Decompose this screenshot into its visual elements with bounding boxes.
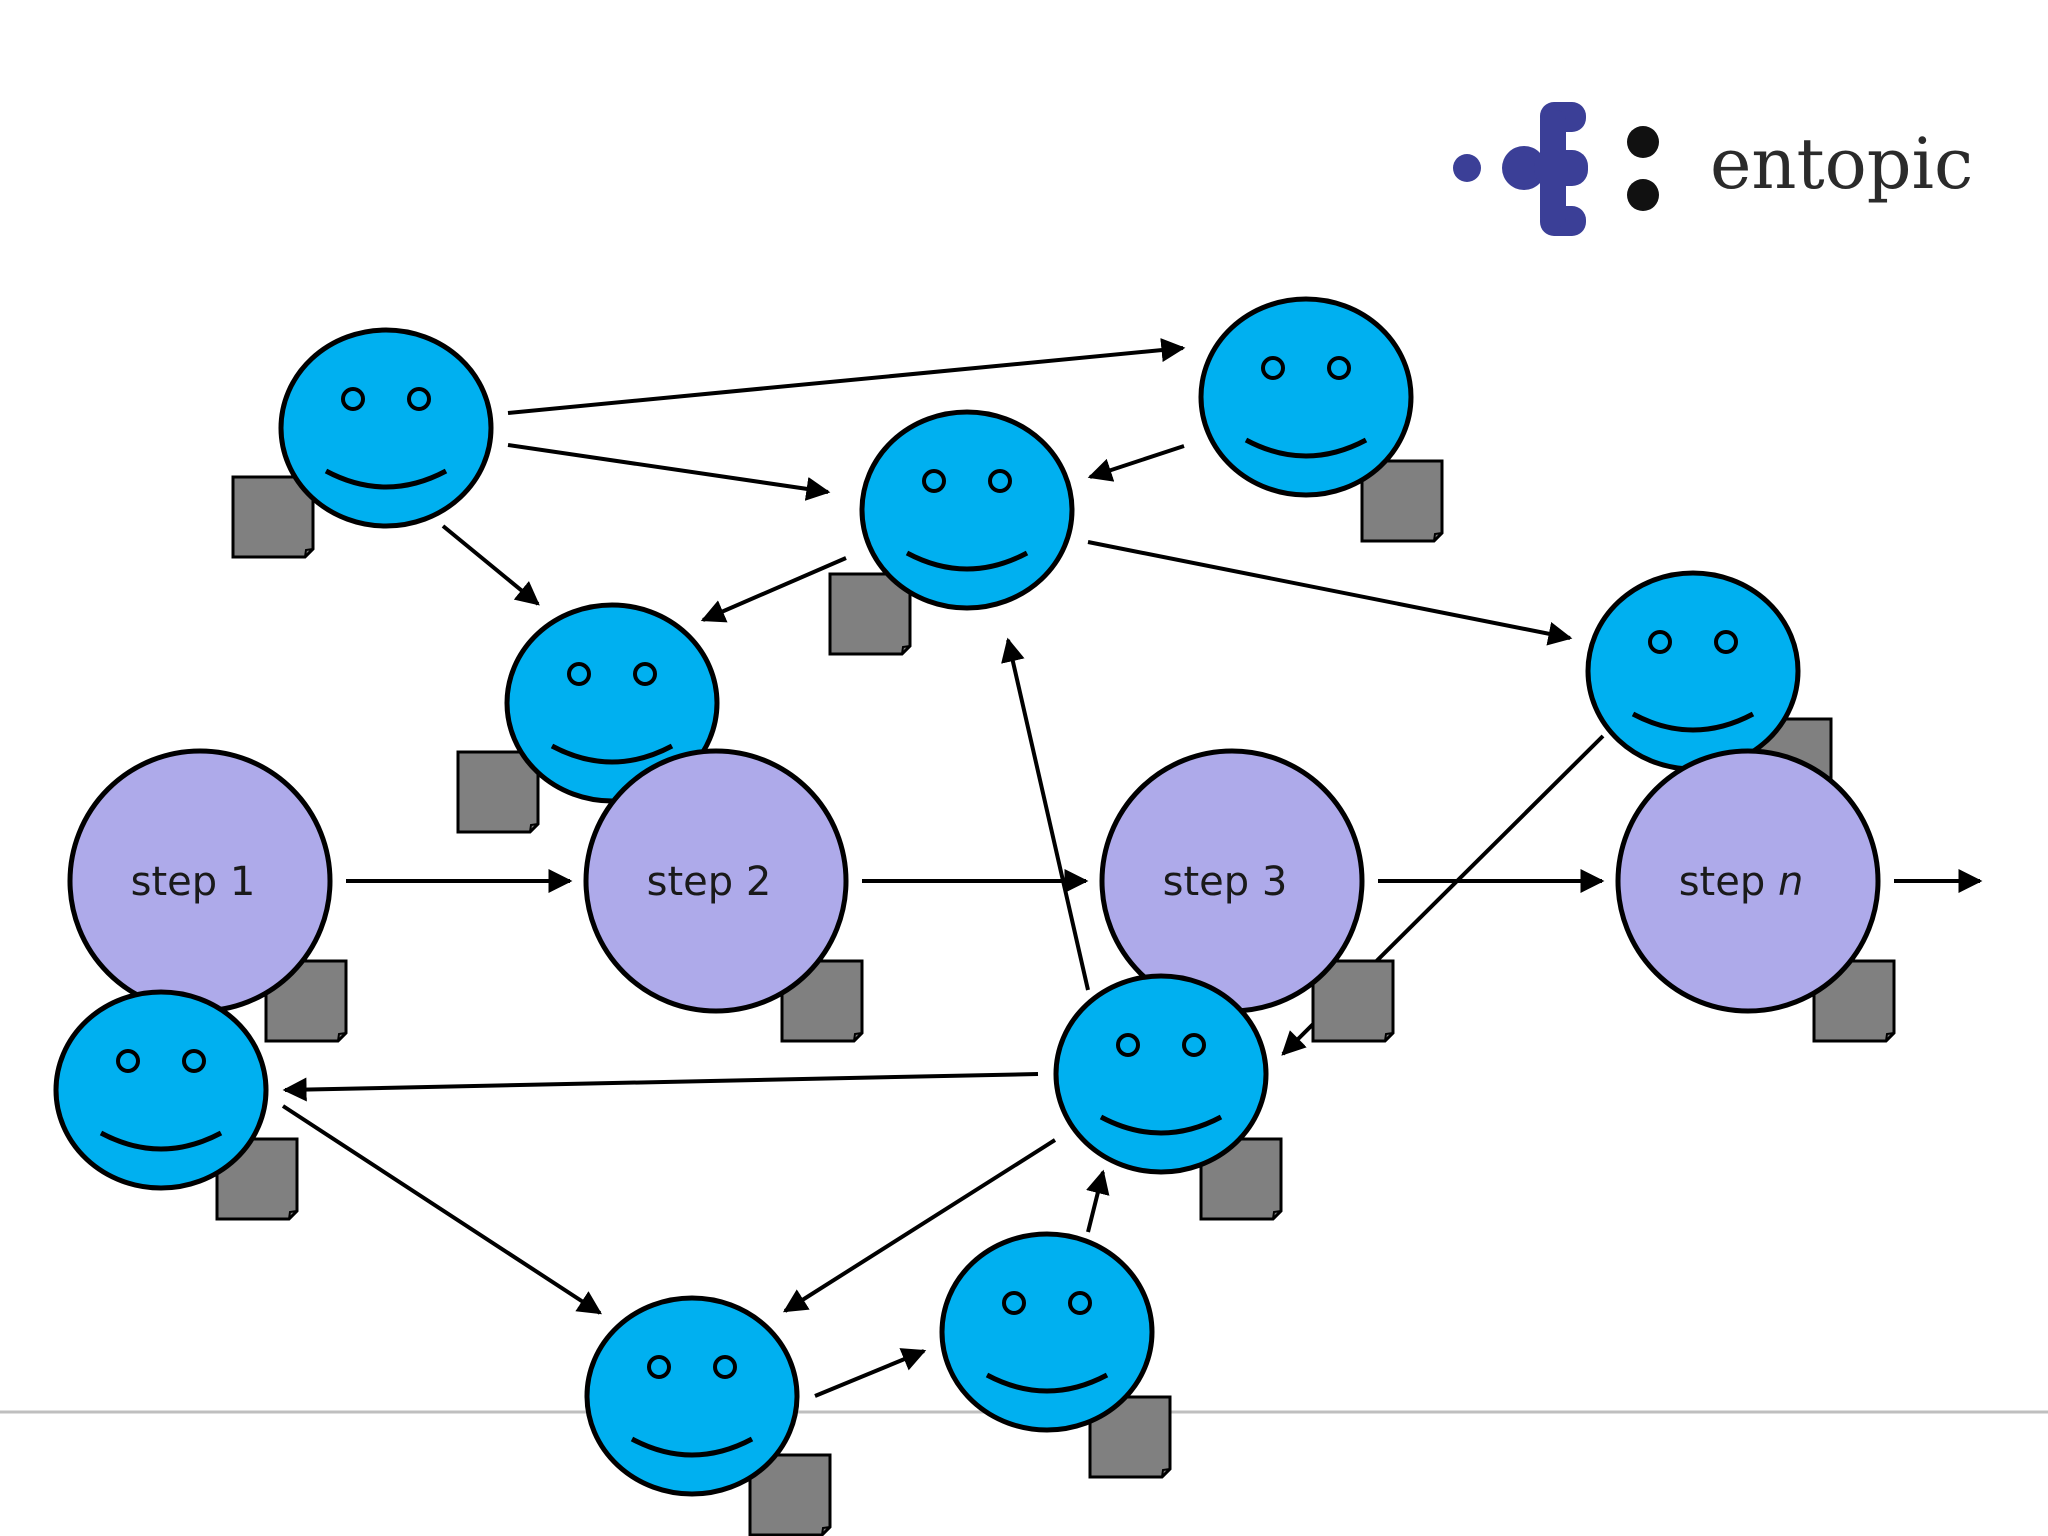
- arrow: [1086, 1169, 1110, 1233]
- logo-bar-stem: [1540, 110, 1566, 228]
- arrow: [1001, 637, 1090, 991]
- step-label: step 1: [131, 859, 256, 905]
- arrow: [507, 338, 1186, 415]
- arrow: [1087, 444, 1185, 482]
- person: [53, 989, 299, 1221]
- logo-dot-small: [1453, 154, 1481, 182]
- person: [1053, 973, 1283, 1221]
- logo-dot-medium: [1502, 146, 1546, 190]
- arrow: [282, 1072, 1039, 1102]
- person: [456, 602, 720, 834]
- step-label: step n: [1679, 859, 1804, 905]
- person: [939, 1231, 1172, 1479]
- logo-text: entopic: [1710, 123, 1973, 205]
- arrow: [507, 443, 831, 501]
- step-node-2: step 2: [583, 748, 864, 1043]
- arrow: [814, 1348, 927, 1398]
- step-label: step 3: [1163, 859, 1288, 905]
- person: [828, 409, 1075, 656]
- step-label: step 2: [647, 859, 772, 905]
- step-node-n: step n: [1615, 748, 1896, 1043]
- logo-colon-top: [1627, 126, 1659, 158]
- step-node-1: step 1: [67, 748, 348, 1043]
- arrow: [1087, 540, 1573, 646]
- arrows: [281, 338, 1983, 1398]
- logo-colon-bottom: [1627, 179, 1659, 211]
- person: [231, 327, 494, 559]
- step-label-prefix: step: [1679, 859, 1778, 905]
- person: [1198, 296, 1444, 543]
- step-label-variable: n: [1778, 859, 1803, 905]
- arrow: [441, 524, 540, 606]
- entopic-logo: entopic: [1453, 102, 1973, 236]
- person: [584, 1295, 832, 1536]
- arrow: [700, 556, 847, 623]
- arrow: [782, 1138, 1057, 1313]
- step-node-3: step 3: [1099, 748, 1395, 1043]
- arrow: [281, 1104, 603, 1315]
